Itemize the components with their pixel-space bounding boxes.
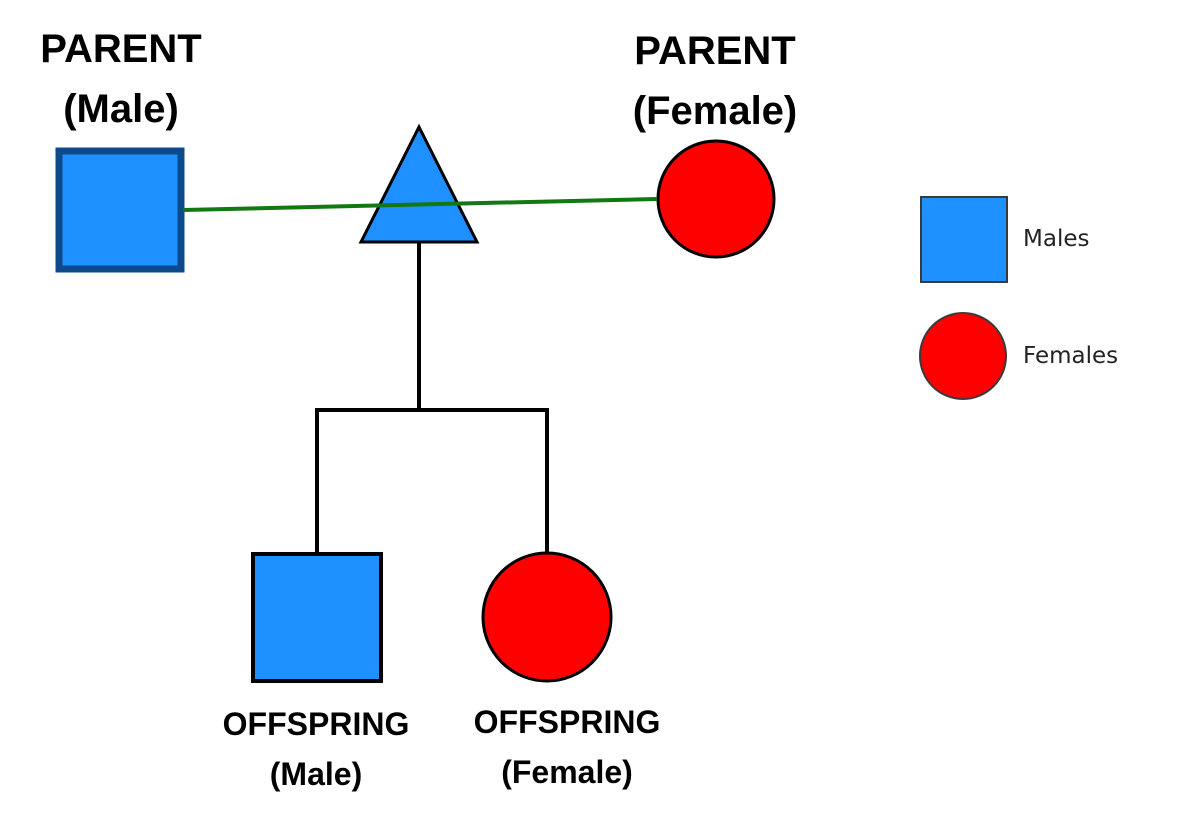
offspring-female-circle-icon — [481, 551, 613, 683]
offspring-female-label-line1: OFFSPRING — [474, 704, 661, 740]
offspring-male-label-line2: (Male) — [270, 756, 362, 792]
offspring-male-square-icon — [251, 552, 383, 683]
offspring-female-label-line2: (Female) — [501, 754, 633, 790]
legend-males-label: Males — [1023, 226, 1089, 252]
parent-male-square-icon — [55, 147, 185, 273]
parent-male-label-line2: (Male) — [63, 87, 179, 131]
legend-female-circle-icon — [919, 312, 1007, 400]
legend: Males Females — [919, 196, 1118, 400]
union-triangle-icon — [358, 123, 480, 244]
parent-male-label-line1: PARENT — [40, 27, 201, 71]
legend-male-square-icon — [920, 196, 1008, 283]
mating-line — [182, 197, 658, 212]
parent-female-label-line1: PARENT — [634, 29, 795, 73]
parent-female-label-line2: (Female) — [633, 89, 798, 133]
legend-females-label: Females — [1023, 343, 1118, 369]
offspring-male-label-line1: OFFSPRING — [223, 706, 410, 742]
parent-female-circle-icon — [656, 139, 776, 259]
